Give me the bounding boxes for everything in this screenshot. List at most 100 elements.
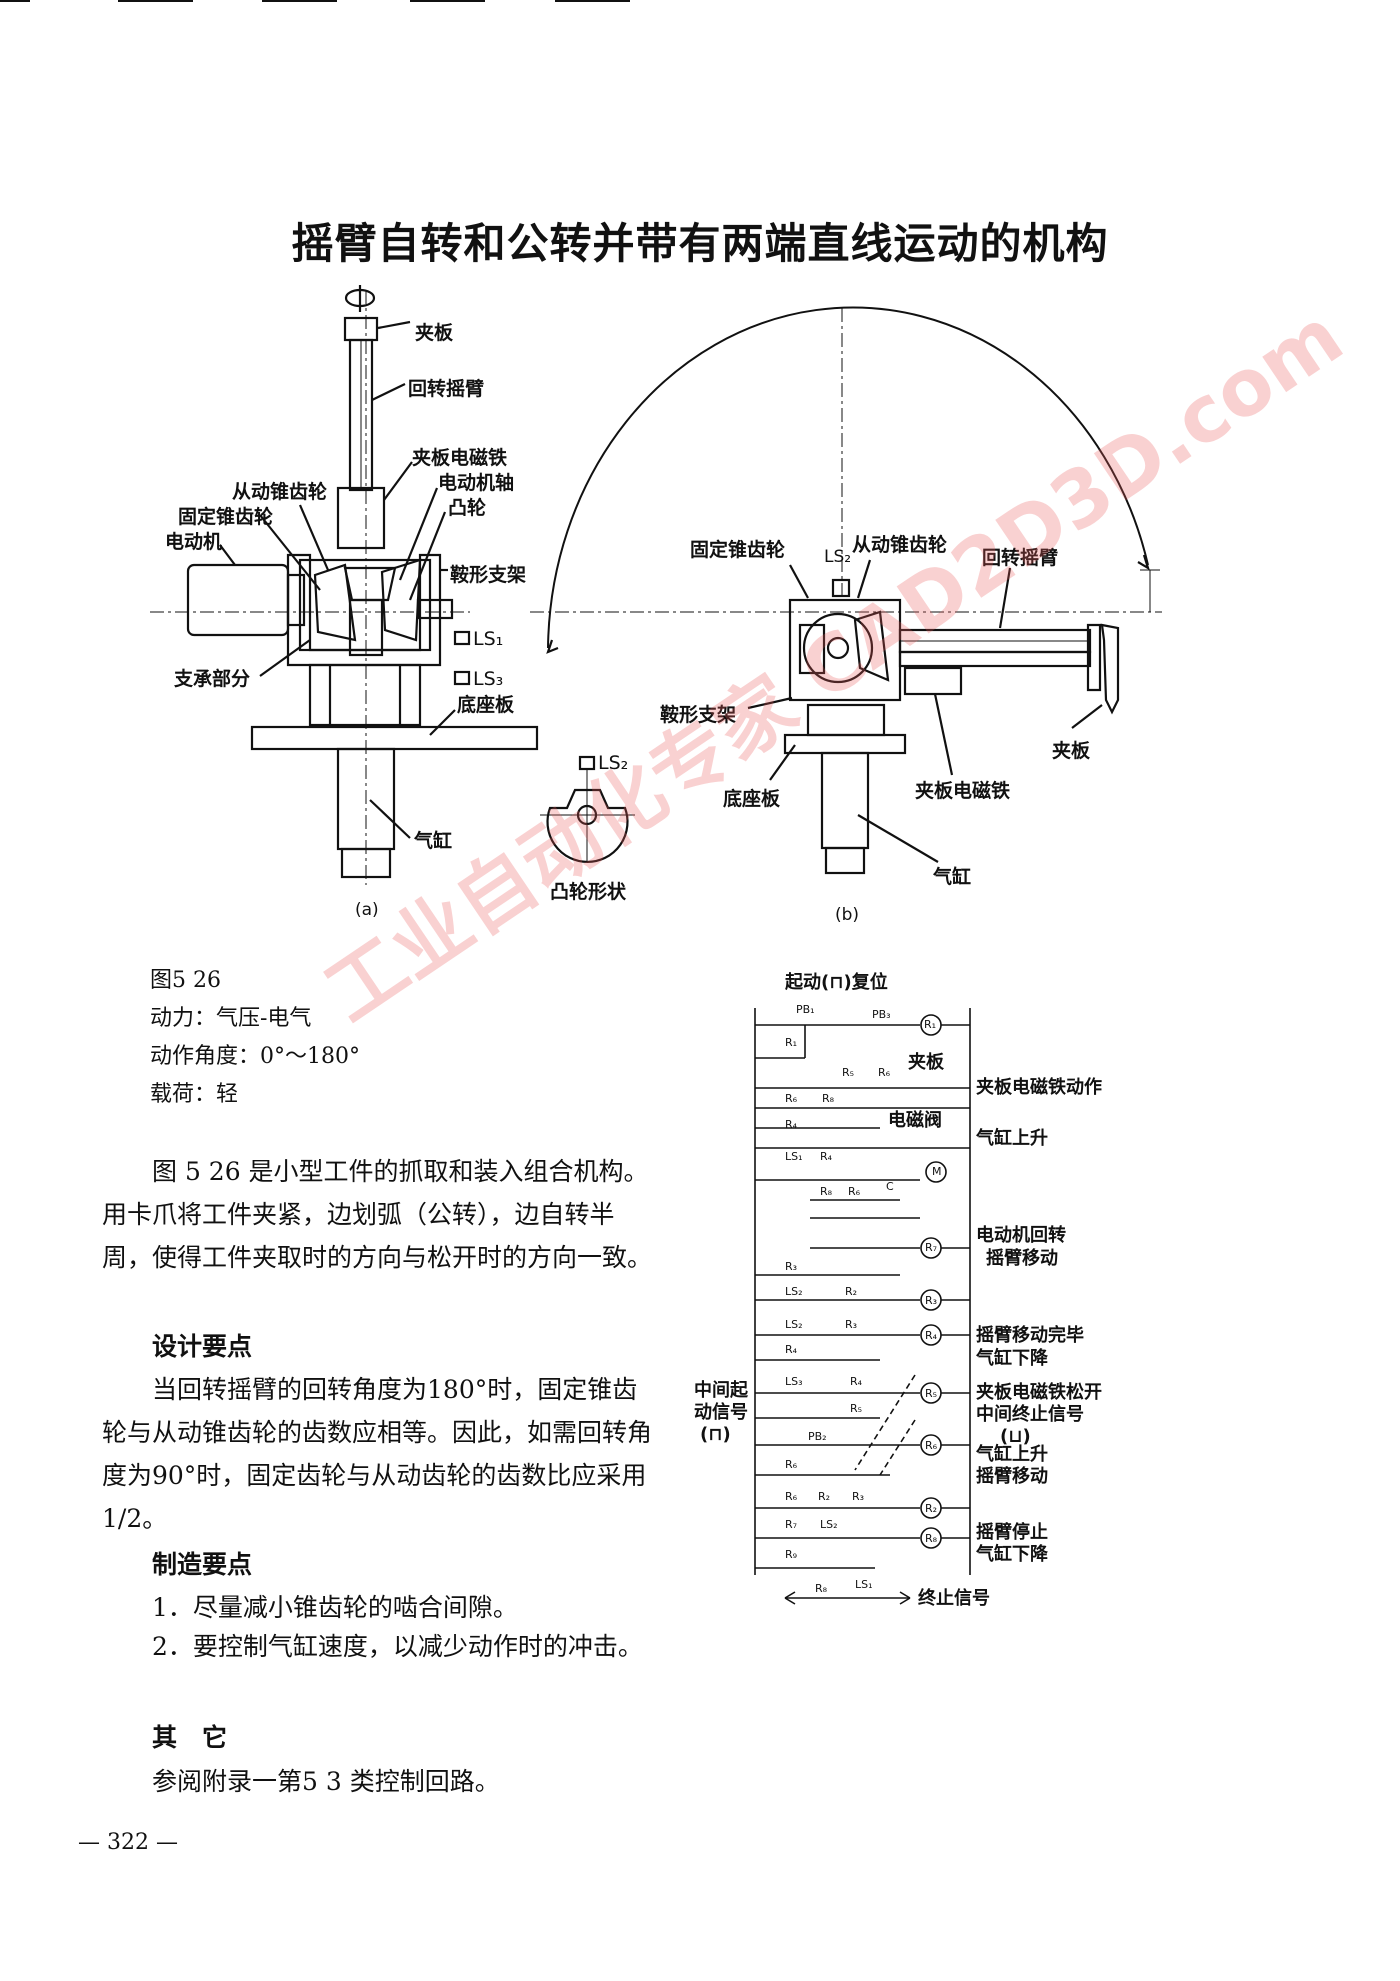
circuit-mid-1: 中间起 <box>694 1380 748 1401</box>
circuit-r3: R₃ <box>785 1260 798 1273</box>
circuit-mid-2: 动信号 <box>694 1402 748 1423</box>
fig-a-label-ls3: LS₃ <box>473 668 504 690</box>
fig-a-caption: (a) <box>355 900 379 920</box>
design-text: 当回转摇臂的回转角度为180°时，固定锥齿轮与从动锥齿轮的齿数应相等。因此，如需… <box>102 1375 653 1533</box>
fig-b-label-clamp: 夹板 <box>1052 740 1091 762</box>
circuit-ls2c: LS₂ <box>820 1518 838 1531</box>
circuit-r2b: R₂ <box>818 1490 831 1503</box>
circuit-ls3: LS₃ <box>785 1375 803 1388</box>
circuit-coil-r6: R₆ <box>925 1439 938 1452</box>
scan-mark <box>0 0 30 2</box>
circuit-ls2b: LS₂ <box>785 1318 803 1331</box>
circuit-out-stop-1: 摇臂停止 <box>976 1522 1048 1543</box>
fig-a-label-saddle: 鞍形支架 <box>450 564 527 586</box>
page-number: — 322 — <box>78 1830 178 1855</box>
scan-mark <box>410 0 485 2</box>
fig-a-label-cam: 凸轮 <box>448 497 487 519</box>
circuit-r6c: R₆ <box>848 1185 861 1198</box>
circuit-r7: R₇ <box>785 1518 798 1531</box>
fig-a-label-clamp-magnet: 夹板电磁铁 <box>412 447 508 469</box>
circuit-coil-r1: R₁ <box>924 1018 937 1031</box>
fig-b-label-fixed-gear: 固定锥齿轮 <box>690 539 786 561</box>
figure-number: 图5 26 <box>150 968 221 993</box>
circuit-out-up-2: 摇臂移动 <box>976 1466 1048 1487</box>
circuit-r4c: R₄ <box>785 1343 798 1356</box>
circuit-r8b: R₈ <box>820 1185 833 1198</box>
circuit-r4b: R₄ <box>820 1150 833 1163</box>
circuit-coil-r7: R₇ <box>925 1241 938 1254</box>
circuit-r8c: R₈ <box>815 1582 828 1595</box>
circuit-coil-r2: R₂ <box>925 1502 938 1515</box>
fig-a-label-support: 支承部分 <box>174 668 251 690</box>
fig-a-label-motor-shaft: 电动机轴 <box>438 472 515 494</box>
circuit-r3b: R₃ <box>845 1318 858 1331</box>
circuit-start-reset: 起动(⊓)复位 <box>785 972 888 993</box>
circuit-r6b: R₆ <box>785 1092 798 1105</box>
circuit-coil-r8: R₈ <box>925 1532 938 1545</box>
mfg-heading: 制造要点 <box>152 1550 253 1579</box>
circuit-m: M <box>932 1165 942 1178</box>
circuit-r3c: R₃ <box>852 1490 865 1503</box>
circuit-drawing <box>754 1008 971 1605</box>
other-heading: 其 它 <box>152 1723 228 1752</box>
scan-mark <box>118 0 193 2</box>
circuit-pb3: PB₃ <box>872 1008 891 1021</box>
fig-a-label-cylinder: 气缸 <box>414 830 453 852</box>
circuit-r6: R₆ <box>878 1066 891 1079</box>
design-paragraph: 当回转摇臂的回转角度为180°时，固定锥齿轮与从动锥齿轮的齿数应相等。因此，如需… <box>102 1368 662 1540</box>
mfg-item-2-block: 2．要控制气缸速度，以减少动作时的冲击。 <box>102 1625 662 1668</box>
circuit-r5b: R₅ <box>850 1402 863 1415</box>
circuit-r2: R₂ <box>845 1285 858 1298</box>
circuit-clamp: 夹板 <box>908 1052 944 1073</box>
spec-power: 动力：气压-电气 <box>150 1006 312 1031</box>
fig-a-label-fixed-gear: 固定锥齿轮 <box>178 506 274 528</box>
circuit-r9: R₉ <box>785 1548 798 1561</box>
circuit-r5: R₅ <box>842 1066 855 1079</box>
circuit-out-done-2: 气缸下降 <box>976 1348 1048 1369</box>
circuit-out-stop-2: 气缸下降 <box>976 1544 1048 1565</box>
circuit-ls1: LS₁ <box>785 1150 803 1163</box>
circuit-out-release-2: 中间终止信号 <box>976 1404 1084 1425</box>
fig-a-label-clamp: 夹板 <box>415 322 454 344</box>
circuit-mid-3: (⊓) <box>700 1424 731 1445</box>
page-title: 摇臂自转和公转并带有两端直线运动的机构 <box>291 219 1109 268</box>
design-heading: 设计要点 <box>152 1332 253 1361</box>
circuit-r4d: R₄ <box>850 1375 863 1388</box>
fig-a-label-arm: 回转摇臂 <box>408 378 485 400</box>
circuit-r6-row: R₆ <box>785 1490 798 1503</box>
circuit-ls2: LS₂ <box>785 1285 803 1298</box>
scan-mark <box>262 0 337 2</box>
circuit-c: C <box>886 1180 894 1193</box>
circuit-coil-r5: R₅ <box>925 1387 938 1400</box>
intro-paragraph: 图 5 26 是小型工件的抓取和装入组合机构。用卡爪将工件夹紧，边划弧（公转），… <box>102 1150 662 1279</box>
scan-mark <box>555 0 630 2</box>
circuit-out-clamp: 夹板电磁铁动作 <box>976 1077 1102 1098</box>
fig-a-label-motor: 电动机 <box>165 531 223 553</box>
mfg-item-2: 2．要控制气缸速度，以减少动作时的冲击。 <box>152 1632 643 1661</box>
circuit-end-signal: 终止信号 <box>918 1588 990 1609</box>
circuit-coil-r3: R₃ <box>925 1294 938 1307</box>
figure-a-drawing <box>150 285 635 885</box>
circuit-out-release-3: (⊔) <box>1000 1426 1031 1447</box>
fig-b-label-ls2: LS₂ <box>824 547 852 567</box>
fig-b-label-clamp-magnet: 夹板电磁铁 <box>915 780 1011 802</box>
circuit-out-done-1: 摇臂移动完毕 <box>976 1325 1084 1346</box>
circuit-pb1: PB₁ <box>796 1003 815 1016</box>
fig-b-label-saddle: 鞍形支架 <box>660 704 737 726</box>
circuit-valve: 电磁阀 <box>888 1110 942 1131</box>
circuit-r1: R₁ <box>785 1036 798 1049</box>
circuit-out-motor-1: 电动机回转 <box>976 1225 1066 1246</box>
circuit-out-release-1: 夹板电磁铁松开 <box>976 1382 1102 1403</box>
fig-a-label-ls1: LS₁ <box>473 628 504 650</box>
figure-b-drawing <box>530 306 1162 875</box>
fig-b-label-base: 底座板 <box>723 788 781 810</box>
intro-text: 图 5 26 是小型工件的抓取和装入组合机构。用卡爪将工件夹紧，边划弧（公转），… <box>102 1157 653 1272</box>
spec-load: 载荷：轻 <box>150 1082 239 1107</box>
spec-angle: 动作角度：0°～180° <box>150 1044 360 1069</box>
circuit-r8: R₈ <box>822 1092 835 1105</box>
fig-a-label-ls2: LS₂ <box>598 752 629 774</box>
circuit-coil-r4: R₄ <box>925 1329 938 1342</box>
circuit-out-motor-2: 摇臂移动 <box>986 1248 1058 1269</box>
circuit-out-cyl-up: 气缸上升 <box>976 1128 1048 1149</box>
